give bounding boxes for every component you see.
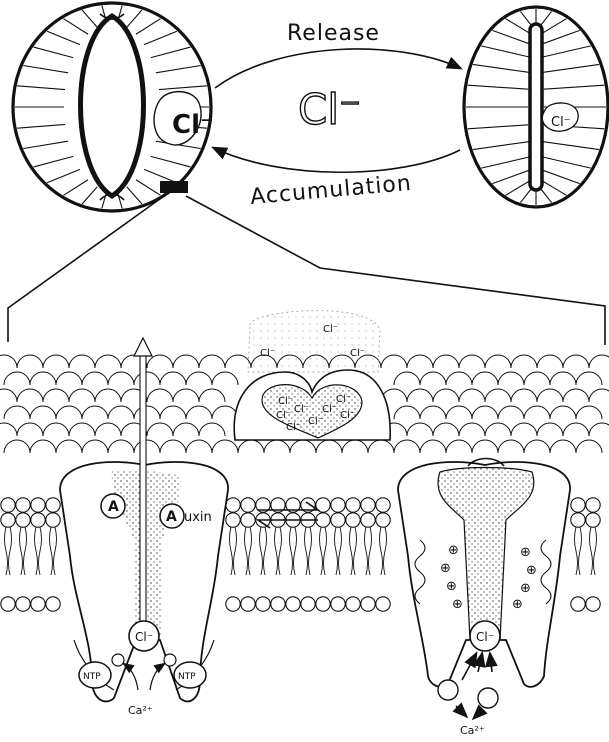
positive-charge-8: ⊕ (512, 597, 523, 612)
site-a-label: A (108, 499, 119, 515)
free-ion-1: Cl⁻ (323, 324, 338, 335)
right-calcium-label: Ca²⁺ (460, 724, 485, 737)
zoom-line-left (8, 196, 164, 342)
heart-ion-5: Cl⁻ (308, 416, 323, 427)
positive-charge-1: ⊕ (448, 543, 459, 558)
left-pore-ion-label: Cl⁻ (135, 630, 153, 644)
positive-charge-5: ⊕ (520, 545, 531, 560)
membrane-region-marker (160, 181, 188, 193)
positive-charge-6: ⊕ (526, 563, 537, 578)
ntp-left-label: NTP (83, 672, 101, 682)
heart-ion-1: Cl⁻ (278, 396, 293, 407)
accumulation-label: Accumulation (249, 171, 412, 210)
auxin-a-label: A (166, 509, 177, 525)
heart-ion-8: Cl⁻ (340, 410, 355, 421)
positive-charge-7: ⊕ (520, 581, 531, 596)
positive-charge-2: ⊕ (440, 561, 451, 576)
center-ion-label: Cl⁻ (298, 85, 361, 134)
positive-charge-3: ⊕ (446, 579, 457, 594)
free-ion-3: Cl⁻ (350, 348, 365, 359)
accumulation-arrow (214, 148, 460, 172)
heart-ion-6: Cl⁻ (322, 404, 337, 415)
closed-stoma (464, 7, 608, 207)
heart-ion-3: Cl⁻ (276, 410, 291, 421)
open-stoma-ion-label: Cl⁻ (172, 110, 214, 140)
left-calcium-label: Ca²⁺ (128, 704, 153, 717)
release-arrow (215, 49, 460, 88)
closed-stoma-ion-label: Cl⁻ (551, 115, 571, 130)
zoom-line-right (186, 196, 605, 345)
right-pore-ion-label: Cl⁻ (476, 630, 494, 644)
ntp-right-label: NTP (178, 672, 196, 682)
heart-ion-4: Cl⁻ (286, 422, 301, 433)
positive-charge-4: ⊕ (452, 597, 463, 612)
heart-ion-7: Cl⁻ (336, 394, 351, 405)
release-label: Release (287, 21, 380, 46)
open-stoma (13, 3, 211, 211)
free-ion-2: Cl⁻ (260, 348, 275, 359)
auxin-label: uxin (184, 510, 212, 525)
right-channel-protein (398, 459, 570, 719)
heart-ion-2: Cl⁻ (294, 404, 309, 415)
